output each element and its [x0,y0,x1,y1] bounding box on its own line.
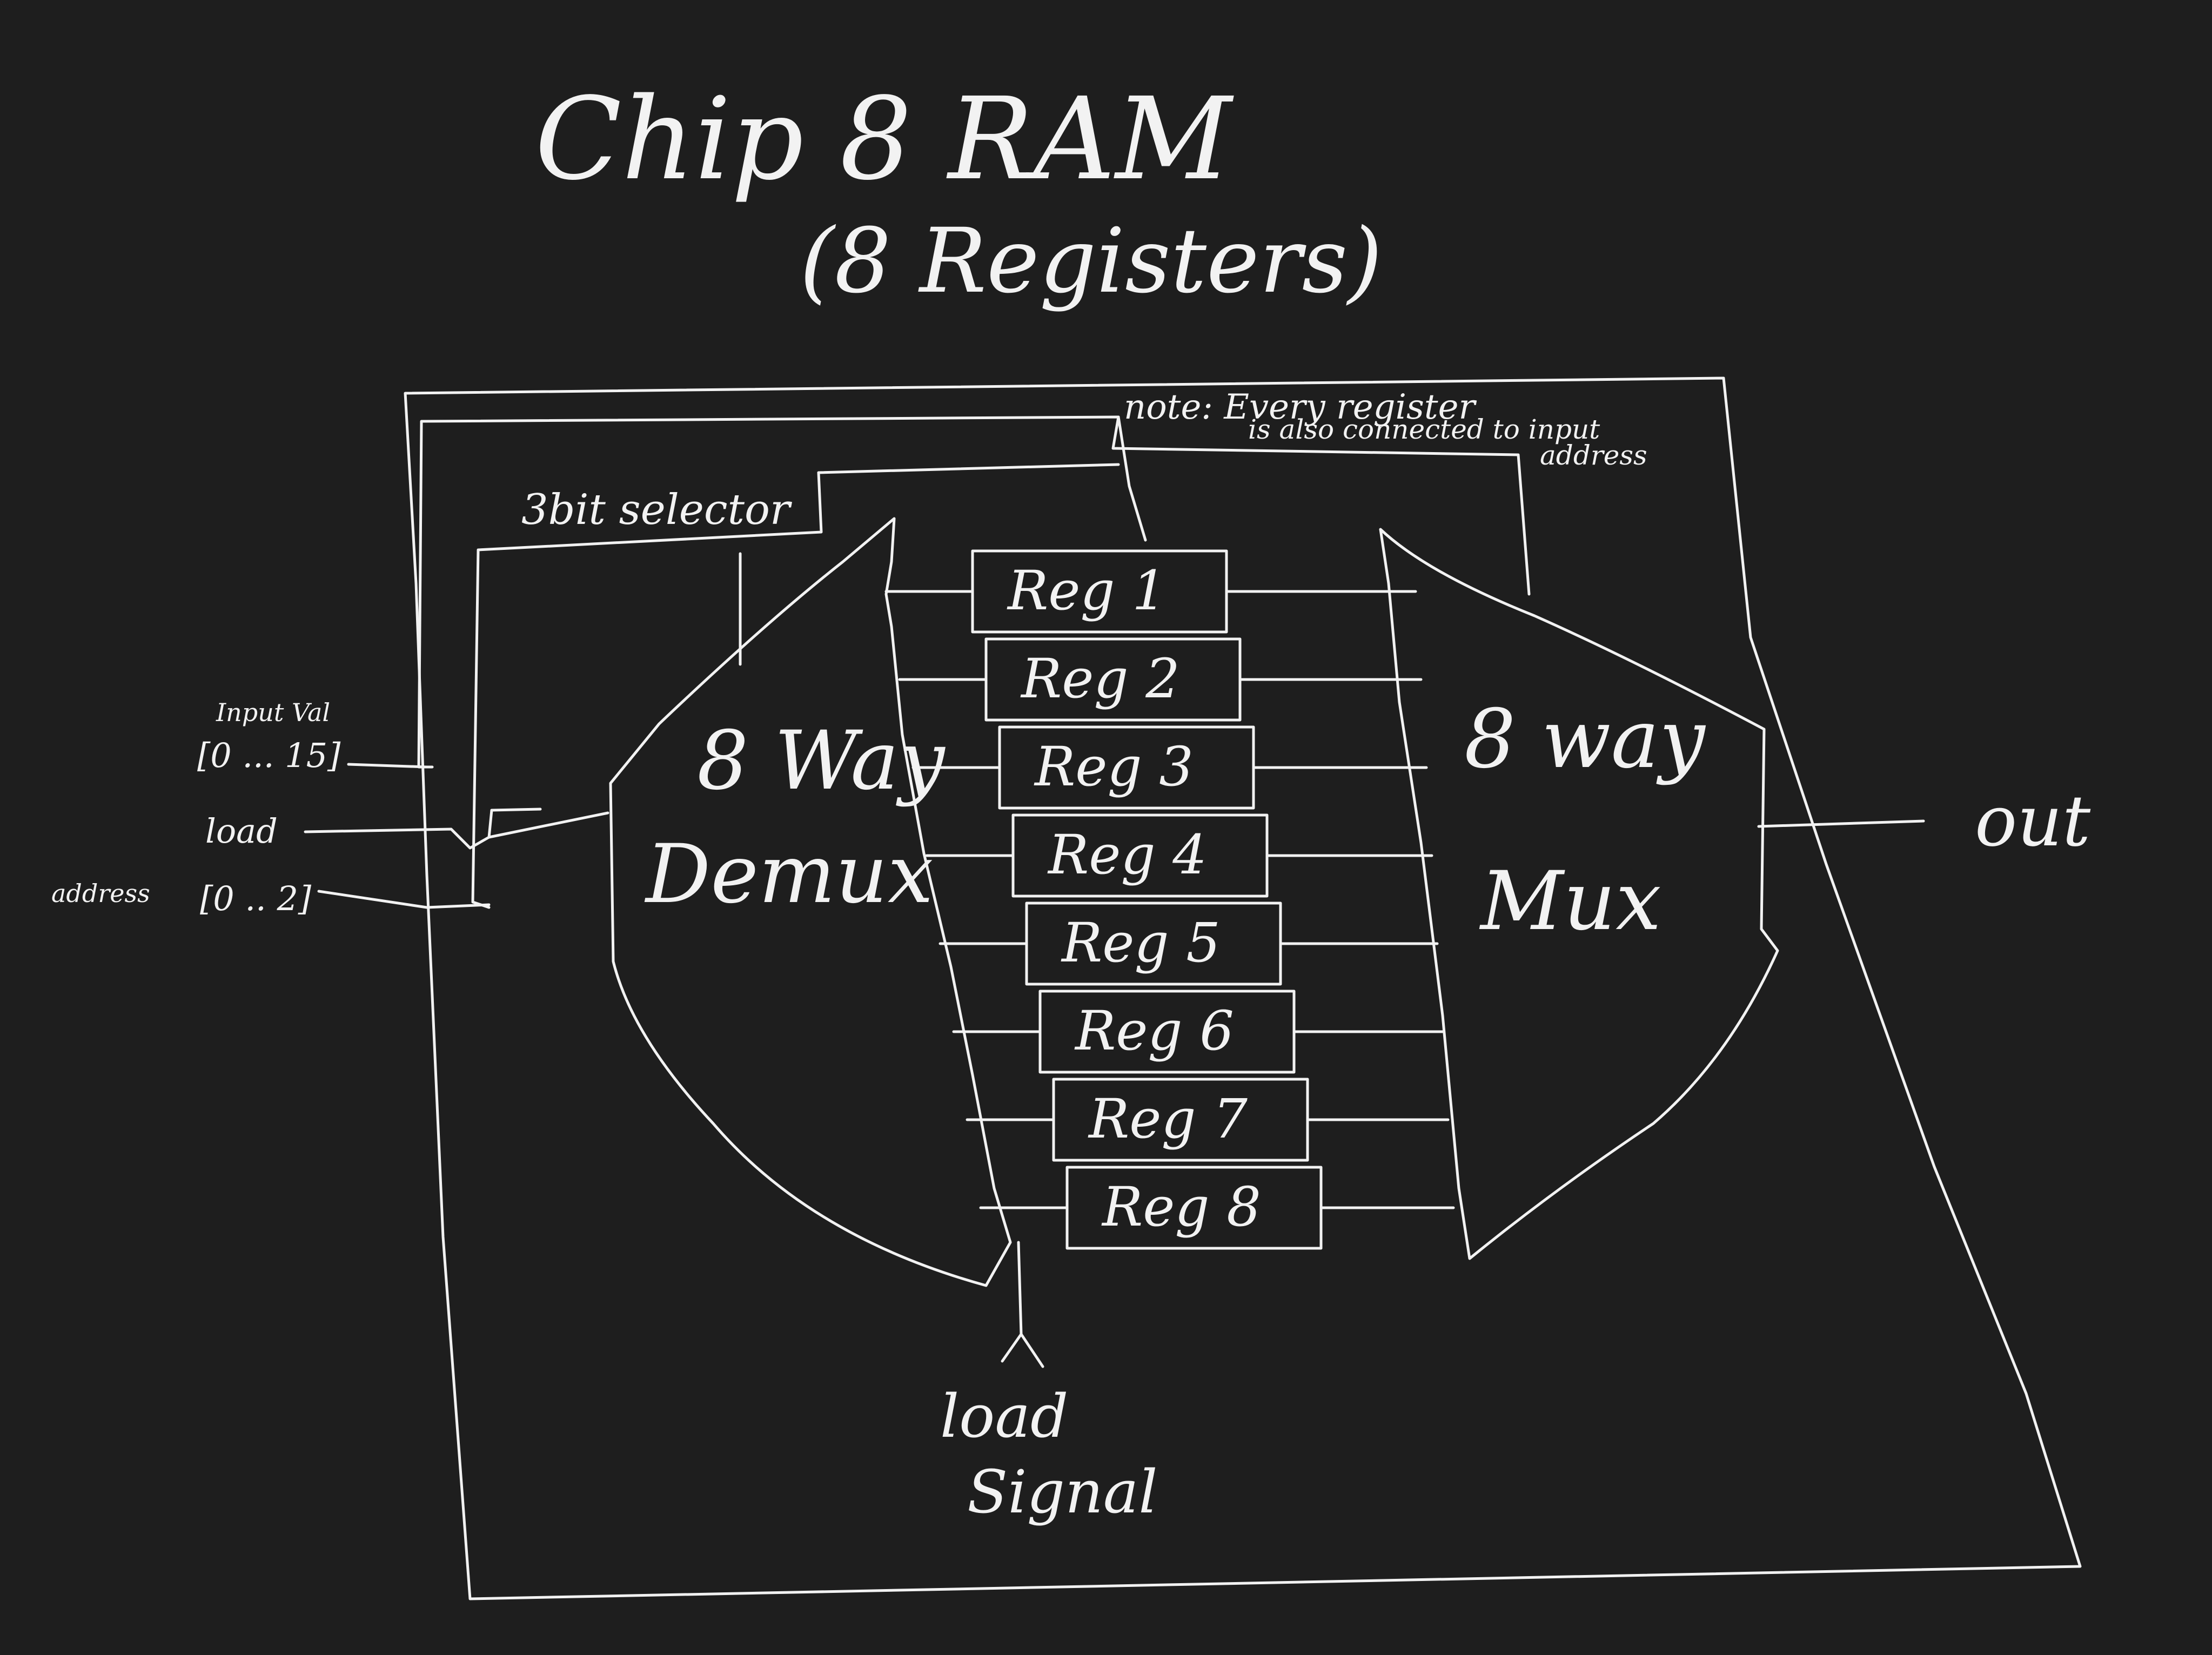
register-4-label: Reg 4 [1047,823,1207,886]
register-3-label: Reg 3 [1034,735,1194,798]
selector-stem [739,463,1120,666]
note-line-3: address [1540,440,1647,471]
chip-outer-boundary [404,376,2082,1600]
note-line-2: is also connected to input [1248,414,1600,445]
load-label: load [205,811,278,851]
register-6-label: Reg 6 [1074,999,1234,1062]
input-val-wire [347,763,428,769]
load-signal-wire [1001,1241,1044,1368]
register-1-label: Reg 1 [1007,559,1167,622]
diagram-subtitle: (8 Registers) [800,209,1383,313]
register-5-label: Reg 5 [1061,911,1221,974]
address-label: address [51,879,150,908]
address-range-label: [0 .. 2] [200,879,312,918]
input-bus-border-right [1111,415,1531,596]
register-8-label: Reg 8 [1101,1175,1261,1239]
output-wire [1757,819,1925,828]
load-signal-label-line1: load [940,1382,1068,1451]
load-signal-label-line2: Signal [967,1457,1158,1526]
diagram-title: Chip 8 RAM [535,73,1234,205]
input-val-label: Input Val [216,698,330,727]
demux-label-line2: Demux [644,828,933,921]
register-7-label: Reg 7 [1088,1087,1248,1151]
register-stack: Reg 1 Reg 2 Reg 3 Reg 4 Reg 5 Reg 6 Reg 7 Reg 8 [884,549,1455,1250]
note-line-1: note: Every register [1124,387,1477,427]
demux-label-line1: 8 Way [697,714,946,808]
selector-bracket [471,471,823,909]
load-wire [304,808,609,850]
output-label: out [1975,780,2091,862]
demux-shape [609,517,1012,1287]
selector-label: 3bit selector [521,486,793,534]
mux-label-line2: Mux [1479,855,1661,948]
register-2-label: Reg 2 [1020,647,1180,710]
address-wire [317,890,491,909]
mux-shape [1379,528,1779,1260]
mux-label-line1: 8 way [1464,692,1706,786]
input-range-label: [0 ... 15] [197,736,341,775]
